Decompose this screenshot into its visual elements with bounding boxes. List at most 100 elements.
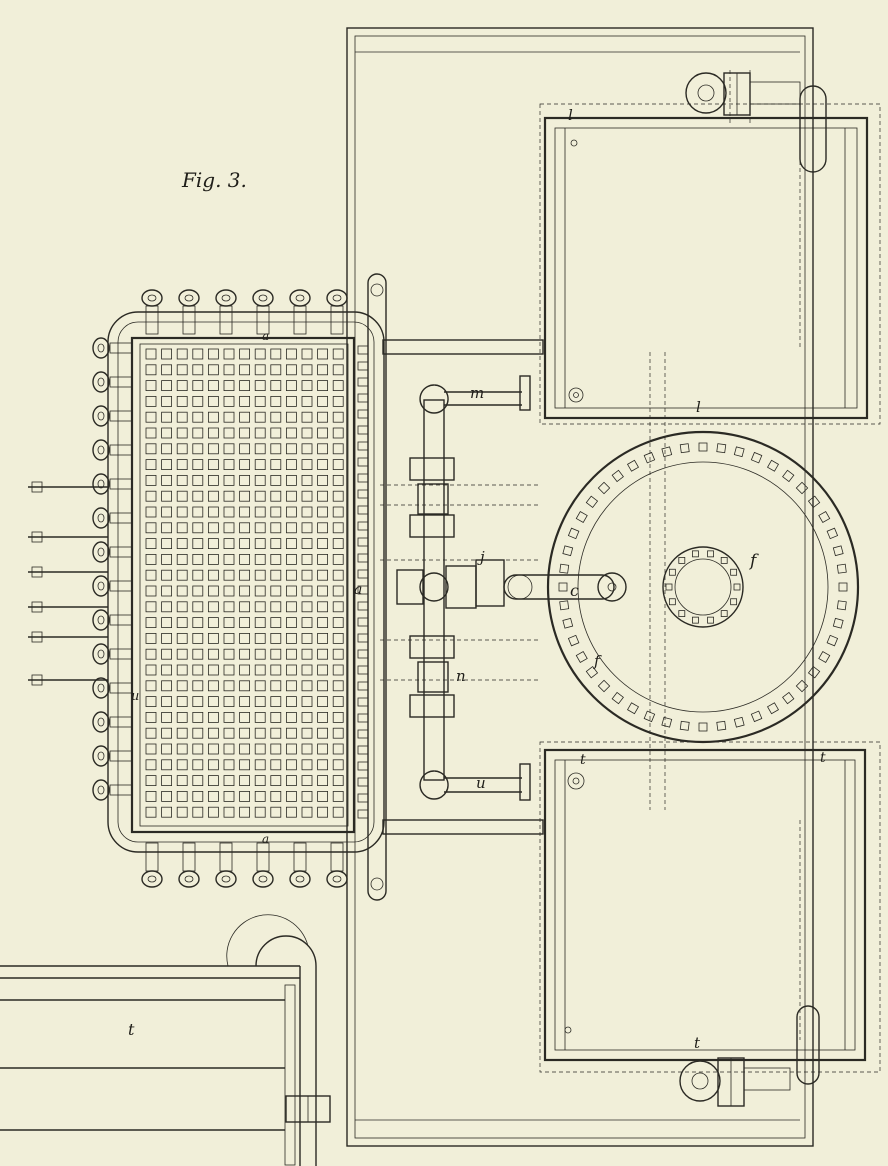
grid-cell bbox=[254, 380, 266, 392]
bottom-lug bbox=[215, 870, 237, 888]
grid-cell bbox=[161, 633, 173, 644]
grid-cell bbox=[254, 569, 266, 581]
disc-bolt bbox=[585, 666, 599, 679]
grid-cell bbox=[239, 696, 251, 707]
label-a-top: a bbox=[262, 329, 269, 343]
top-lug bbox=[326, 289, 348, 307]
grid-cell bbox=[285, 427, 297, 439]
grid-cell bbox=[332, 743, 344, 755]
grid-cell bbox=[270, 364, 282, 376]
grid-cell bbox=[332, 411, 344, 423]
grid-cell bbox=[192, 474, 204, 486]
grid-cell bbox=[176, 554, 188, 565]
grid-cell bbox=[223, 617, 235, 628]
grid-cell bbox=[332, 712, 344, 723]
grid-cell bbox=[285, 759, 297, 771]
grid-cell bbox=[332, 601, 344, 613]
grid-cell bbox=[161, 601, 173, 613]
grid-cell bbox=[192, 680, 204, 692]
label-l-top: l bbox=[568, 106, 573, 124]
grid-cell bbox=[161, 490, 173, 502]
grid-cell bbox=[317, 680, 329, 692]
left-lug-stem bbox=[109, 342, 133, 354]
left-lug bbox=[92, 779, 110, 801]
grid-cell bbox=[176, 538, 188, 549]
top-lug-stem bbox=[330, 305, 344, 335]
disc-bolt bbox=[836, 600, 847, 611]
grid-cell bbox=[254, 680, 266, 692]
grid-cell bbox=[207, 633, 219, 644]
left-lug-hole bbox=[97, 717, 105, 727]
grid-cell bbox=[161, 395, 173, 407]
grid-cell bbox=[239, 664, 251, 676]
grid-cell bbox=[301, 585, 313, 597]
tank-top bbox=[543, 116, 869, 420]
grid-cell bbox=[223, 395, 235, 407]
disc-bolt bbox=[661, 716, 673, 728]
grid-cell bbox=[332, 680, 344, 692]
grid-cell bbox=[192, 791, 204, 802]
grid-cell bbox=[301, 759, 313, 771]
grid-cell bbox=[254, 395, 266, 407]
disc-bolt bbox=[643, 451, 656, 464]
disc-bolt bbox=[643, 710, 656, 723]
grid-cell bbox=[176, 806, 188, 818]
grid-cell bbox=[192, 554, 204, 565]
hub-bolt bbox=[733, 583, 741, 591]
grid-cell bbox=[223, 474, 235, 486]
disc-bolt bbox=[818, 510, 831, 524]
grid-cell bbox=[239, 474, 251, 486]
grid-cell bbox=[223, 522, 235, 534]
grid-frame bbox=[92, 289, 385, 888]
top-lug-stem bbox=[293, 305, 307, 335]
grid-cell bbox=[254, 506, 266, 518]
disc-bolt bbox=[698, 442, 708, 452]
grid-cell bbox=[317, 395, 329, 407]
tank-lower-left bbox=[0, 914, 331, 1166]
grid-cell bbox=[145, 427, 157, 439]
grid-cell bbox=[223, 490, 235, 502]
hidden-lines bbox=[380, 70, 881, 1073]
flanged-disc bbox=[546, 430, 860, 744]
grid-cell bbox=[285, 522, 297, 534]
grid-cell bbox=[270, 411, 282, 423]
grid-cell bbox=[223, 727, 235, 739]
grid-cell bbox=[161, 727, 173, 739]
grid-cell bbox=[301, 522, 313, 534]
grid-cell bbox=[332, 554, 344, 565]
grid-cell bbox=[192, 569, 204, 581]
disc-bolt bbox=[611, 691, 624, 705]
hub-bolt bbox=[720, 557, 728, 564]
grid-cell bbox=[145, 633, 157, 644]
grid-cell bbox=[223, 569, 235, 581]
grid-cell bbox=[239, 680, 251, 692]
label-a-bottom: a bbox=[262, 832, 269, 846]
grid-cell bbox=[161, 759, 173, 771]
grid-cell bbox=[239, 395, 251, 407]
grid-cell bbox=[254, 554, 266, 565]
grid-cell bbox=[145, 506, 157, 518]
grid-cell bbox=[192, 727, 204, 739]
grid-cell bbox=[161, 380, 173, 392]
disc-bolt bbox=[626, 702, 640, 715]
grid-cell bbox=[223, 696, 235, 707]
hub-bolt bbox=[692, 616, 699, 624]
grid-cell bbox=[239, 775, 251, 786]
grid-cell bbox=[254, 474, 266, 486]
grid-cell bbox=[270, 522, 282, 534]
left-lug-stem bbox=[109, 716, 133, 728]
top-lug-stem bbox=[182, 305, 196, 335]
grid-cell bbox=[192, 775, 204, 786]
grid-cell bbox=[207, 506, 219, 518]
grid-cell bbox=[254, 490, 266, 502]
left-lug-stem bbox=[109, 580, 133, 592]
grid-cell bbox=[192, 395, 204, 407]
disc-bolt bbox=[807, 666, 821, 679]
grid-cell bbox=[161, 506, 173, 518]
grid-cell bbox=[192, 364, 204, 376]
grid-cell bbox=[145, 617, 157, 628]
grid-cell bbox=[317, 727, 329, 739]
left-rod-nut bbox=[31, 674, 43, 686]
grid-cell bbox=[254, 443, 266, 455]
side-tooth bbox=[357, 377, 369, 387]
